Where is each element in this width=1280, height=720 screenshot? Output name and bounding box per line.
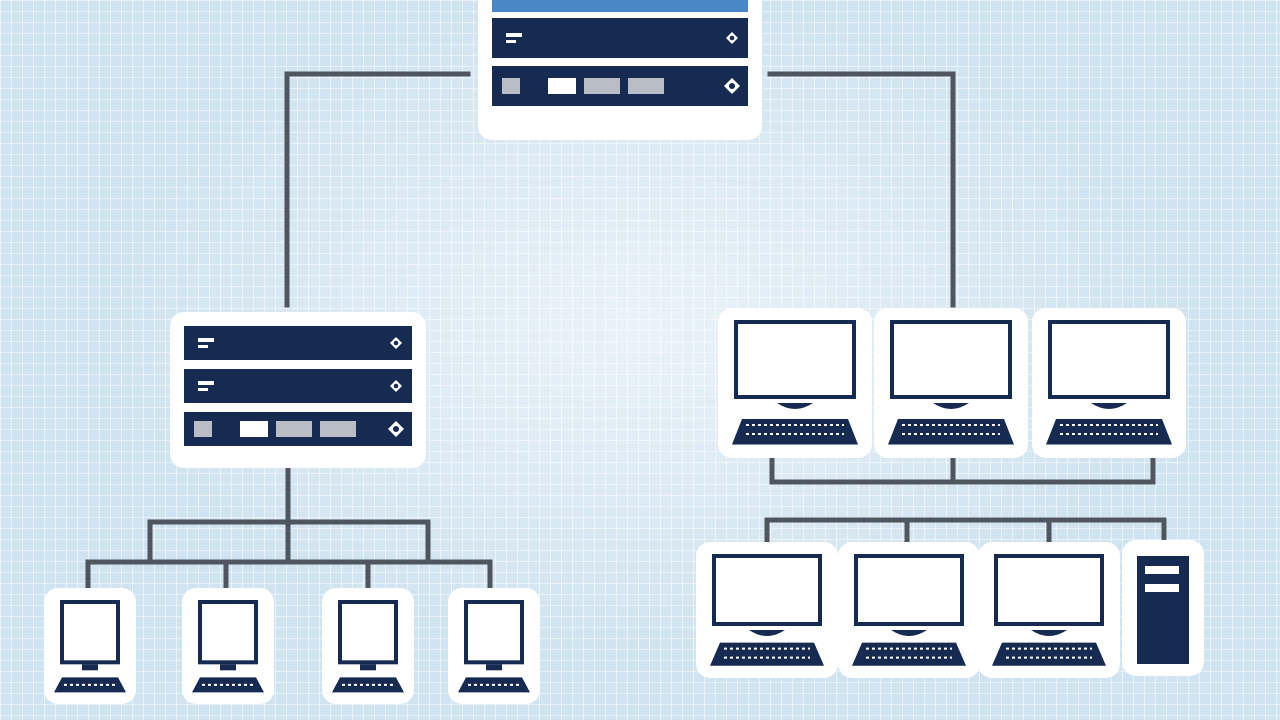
monitor-screen (854, 554, 964, 626)
server-unit (184, 326, 412, 360)
laptop-hinge (82, 664, 98, 671)
laptop-icon (182, 588, 274, 704)
branch-upper-bus (147, 519, 431, 563)
status-diamond-icon (726, 32, 738, 44)
desktop-computer-icon (838, 542, 980, 678)
monitor-stand (777, 403, 813, 409)
core-server (478, 0, 762, 140)
monitor-screen (734, 320, 856, 399)
monitor-screen (1048, 320, 1170, 399)
unit-label (198, 381, 214, 385)
monitor-screen (994, 554, 1104, 626)
tower-computer-icon (1122, 540, 1204, 676)
status-diamond-icon (724, 78, 740, 94)
drive-slot (502, 78, 520, 94)
unit-label (198, 388, 208, 391)
rack-server-icon (184, 412, 412, 446)
laptop-hinge (360, 664, 376, 671)
desktop-computer-icon (874, 308, 1028, 458)
keyboard (732, 419, 858, 445)
connection-lines (85, 71, 1167, 593)
unit-label (506, 40, 516, 43)
laptop-screen (60, 600, 120, 665)
branch-lower-bus (85, 559, 493, 593)
diagram-nodes (44, 0, 1204, 704)
unit-label (506, 33, 522, 37)
rack-server-icon (184, 369, 412, 403)
drive-slot (584, 78, 620, 94)
core-to-workstations-line (767, 71, 956, 308)
unit-label (198, 345, 208, 348)
laptop-hinge (486, 664, 502, 671)
drive-slot (276, 421, 312, 437)
keyboard (992, 642, 1106, 666)
rack-server-icon (492, 18, 748, 58)
monitor-stand (1091, 403, 1127, 409)
keyboard (852, 642, 966, 666)
laptop-hinge (220, 664, 236, 671)
keyboard (888, 419, 1014, 445)
monitor-stand (891, 630, 927, 636)
drive-slot (628, 78, 664, 94)
drive-slot (194, 421, 212, 437)
keyboard (1046, 419, 1172, 445)
core-to-branch-line (284, 71, 471, 308)
rack-server-icon (492, 66, 748, 106)
status-diamond-icon (388, 421, 404, 437)
desktop-computer-icon (696, 542, 838, 678)
workstation-row-1-bus (769, 455, 1156, 485)
drive-slot (320, 421, 356, 437)
server-header-bar (492, 0, 748, 12)
laptop-screen (464, 600, 524, 665)
server-unit (492, 18, 748, 58)
status-diamond-icon (390, 380, 402, 392)
unit-label (198, 338, 214, 342)
monitor-screen (712, 554, 822, 626)
desktop-computer-icon (718, 308, 872, 458)
laptop-icon (448, 588, 540, 704)
branch-server (170, 312, 426, 468)
workstation-row-2-bus (764, 517, 1167, 551)
drive-slot (240, 421, 268, 437)
monitor-screen (890, 320, 1012, 399)
drive-bay (1145, 566, 1179, 574)
server-unit (184, 369, 412, 403)
rack-server-icon (184, 326, 412, 360)
laptop-icon (322, 588, 414, 704)
desktop-computer-icon (978, 542, 1120, 678)
keyboard (710, 642, 824, 666)
desktop-computer-icon (1032, 308, 1186, 458)
status-diamond-icon (390, 337, 402, 349)
monitor-stand (1031, 630, 1067, 636)
monitor-stand (933, 403, 969, 409)
drive-bay (1145, 584, 1179, 592)
laptop-icon (44, 588, 136, 704)
laptop-screen (198, 600, 258, 665)
laptop-screen (338, 600, 398, 665)
monitor-stand (749, 630, 785, 636)
drive-slot (548, 78, 576, 94)
